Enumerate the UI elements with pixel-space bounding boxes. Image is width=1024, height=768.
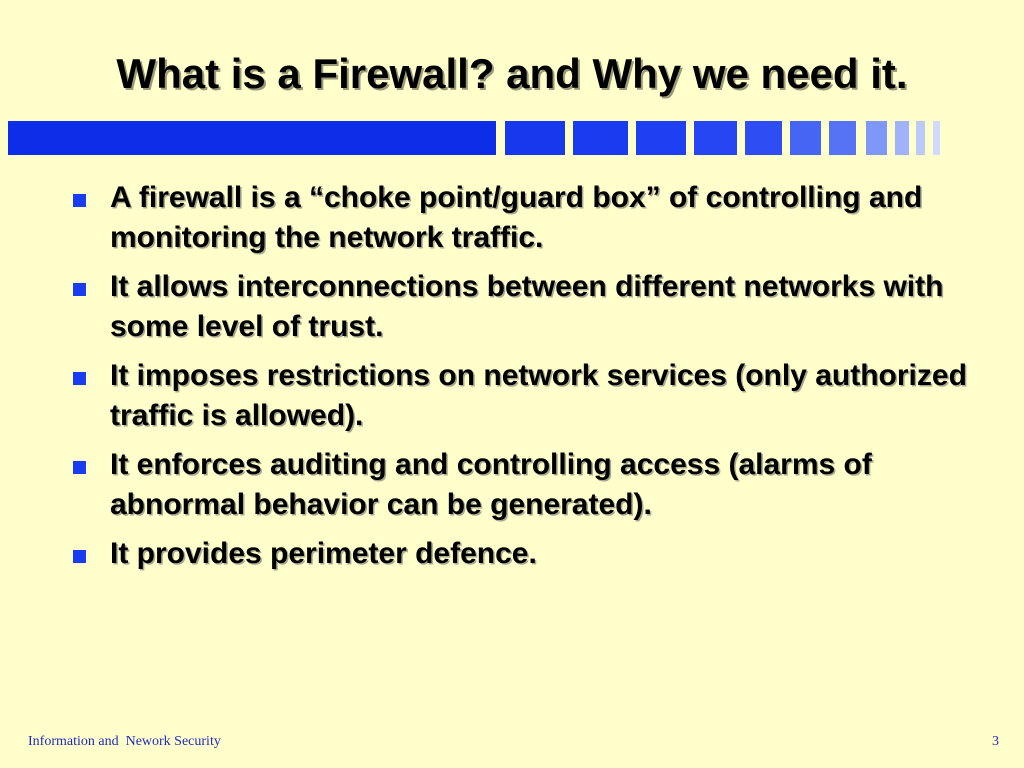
square-bullet-icon (73, 550, 86, 563)
title-bar-segment (505, 121, 565, 155)
bullet-list: A firewall is a “choke point/guard box” … (70, 178, 970, 583)
title-bar-segment (8, 121, 496, 155)
bullet-item: It provides perimeter defence. (70, 534, 970, 574)
bullet-text: It enforces auditing and controlling acc… (110, 448, 872, 521)
bullet-text: It imposes restrictions on network servi… (110, 359, 967, 432)
bullet-item: It imposes restrictions on network servi… (70, 356, 970, 436)
title-bar-segment (916, 121, 925, 155)
bullet-text: A firewall is a “choke point/guard box” … (110, 181, 923, 254)
square-bullet-icon (73, 283, 86, 296)
title-bar-segment (745, 121, 782, 155)
title-bar-segment (933, 121, 940, 155)
square-bullet-icon (73, 372, 86, 385)
bullet-item: A firewall is a “choke point/guard box” … (70, 178, 970, 258)
slide-title: What is a Firewall? and Why we need it. (116, 50, 908, 97)
title-bar-segment (573, 121, 628, 155)
title-bar-segment (636, 121, 686, 155)
bullet-text: It provides perimeter defence. (110, 537, 537, 570)
title-bar-segment (866, 121, 887, 155)
title-decorative-bar (0, 121, 1024, 155)
title-bar-segment (829, 121, 856, 155)
title-bar-segment (790, 121, 821, 155)
bullet-text: It allows interconnections between diffe… (110, 270, 944, 343)
footer-course-title: Information and Nework Security (28, 734, 221, 749)
bullet-item: It enforces auditing and controlling acc… (70, 445, 970, 525)
square-bullet-icon (73, 194, 86, 207)
page-number: 3 (992, 734, 999, 749)
bullet-item: It allows interconnections between diffe… (70, 267, 970, 347)
title-bar-segment (694, 121, 737, 155)
title-bar-segment (895, 121, 909, 155)
square-bullet-icon (73, 461, 86, 474)
